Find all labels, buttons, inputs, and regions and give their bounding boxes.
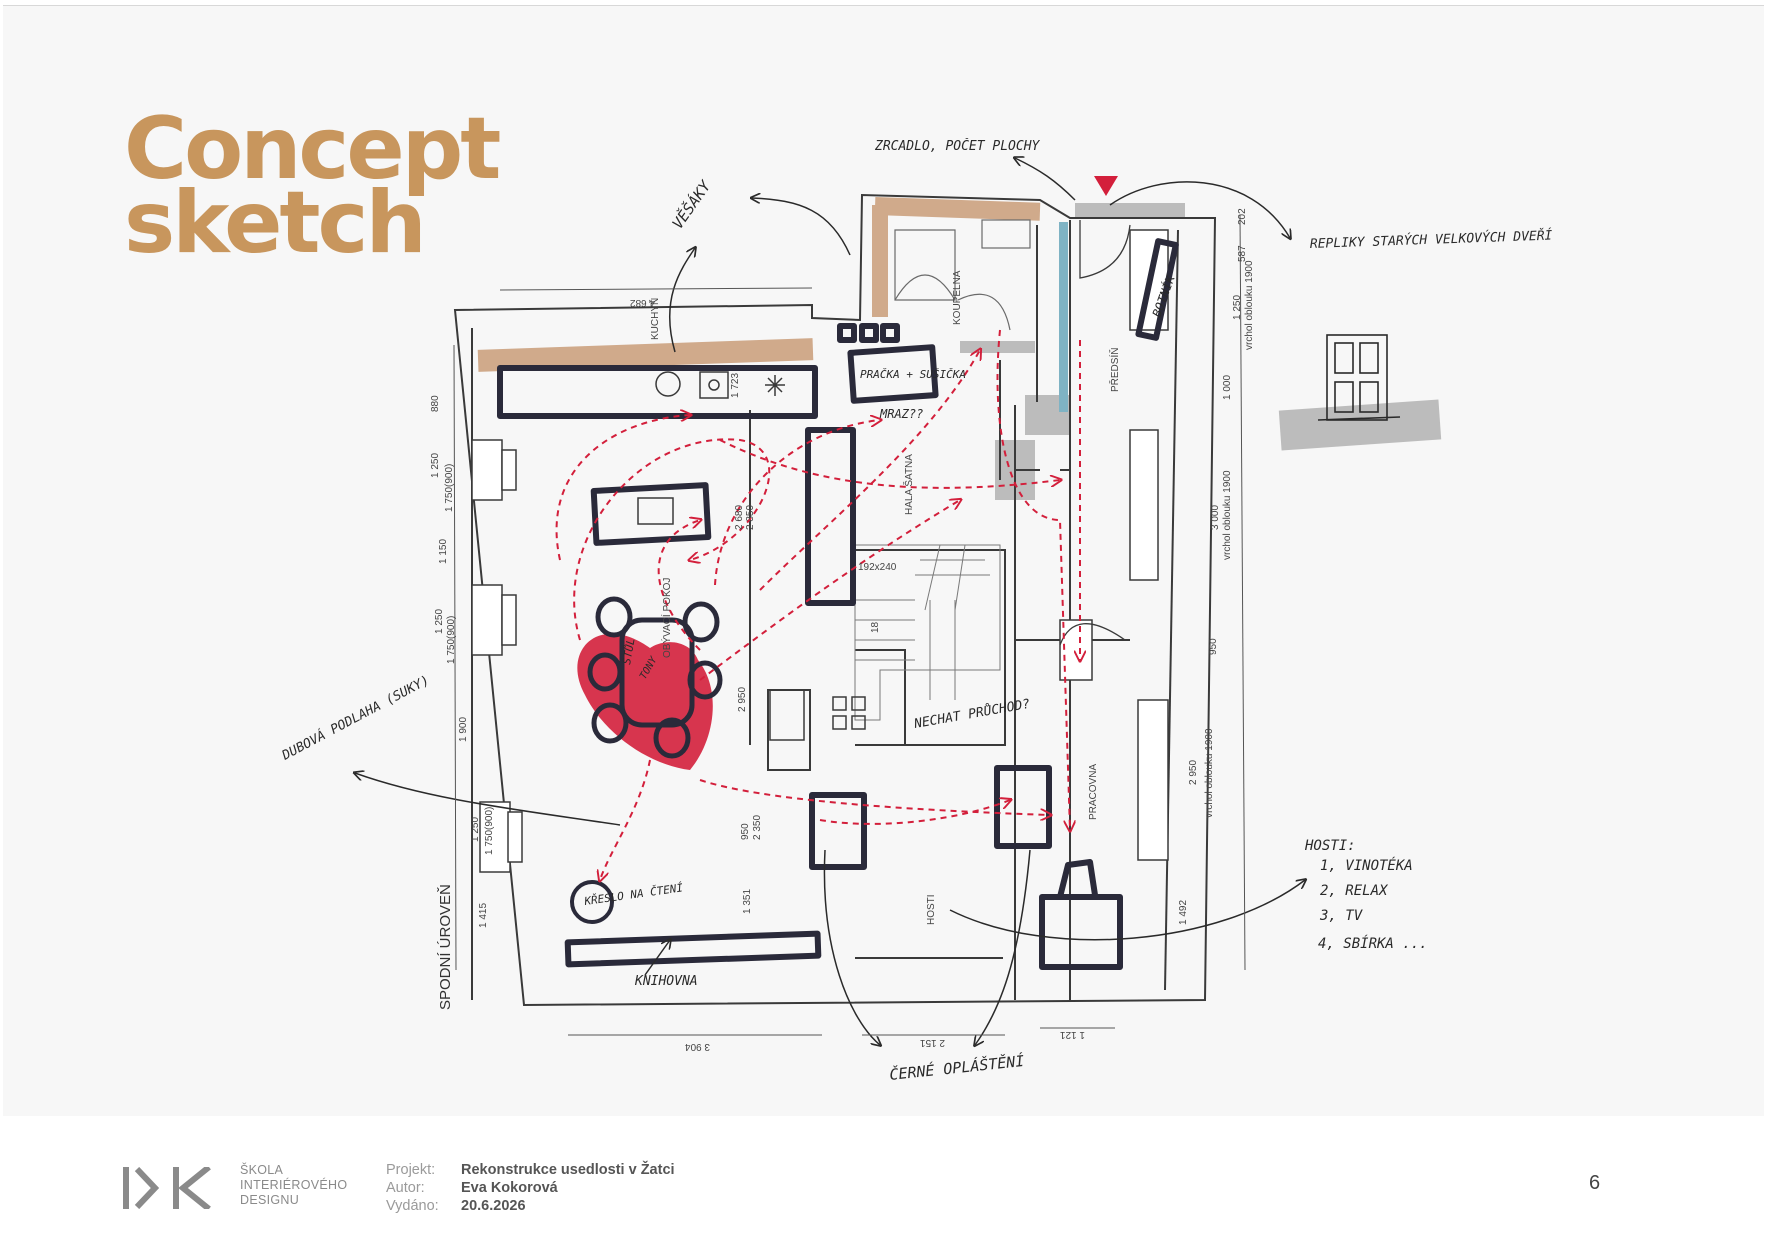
dim-inner-3: 950 <box>740 823 751 840</box>
note-nechat-pruchod: NECHAT PRŮCHOD? <box>912 696 1032 732</box>
footer <box>0 1116 1767 1242</box>
project-meta-labels: Projekt: Autor: Vydáno: <box>386 1161 439 1215</box>
idk-logo-icon <box>123 1167 211 1209</box>
note-vesaky: VĚŠÁKY <box>668 176 715 232</box>
note-hosti-2: 2, RELAX <box>1320 883 1389 899</box>
reading-chair <box>570 880 614 924</box>
note-kreslo: KŘESLO NA ČTENÍ <box>583 881 685 908</box>
note-repliky: REPLIKY STARÝCH VELKOVÝCH DVEŘÍ <box>1310 228 1553 252</box>
handwritten-notes: VĚŠÁKY ZRCADLO, POČET PLOCHY REPLIKY STA… <box>278 138 1552 1084</box>
value-author: Eva Kokorová <box>461 1180 558 1196</box>
dim-bottom-right: 1 121 <box>1060 1029 1085 1040</box>
dim-left-1: 1 250 <box>430 453 441 478</box>
dim-bottom-left: 3 904 <box>685 1041 710 1052</box>
dim-right-10: 1 492 <box>1178 900 1189 925</box>
room-hala-satna: HALA ŠATNA <box>902 454 915 515</box>
dim-right-4: 1 000 <box>1222 375 1233 400</box>
floor-plan-sketch: 4 682 3 904 2 151 1 121 880 1 250 1 750(… <box>278 138 1552 1084</box>
dim-bottom-mid: 2 151 <box>920 1037 945 1048</box>
label-author: Autor: <box>386 1180 425 1196</box>
dining-area <box>577 596 723 770</box>
note-cerne-oplasteni: ČERNÉ OPLÁŠTĚNÍ <box>888 1051 1025 1084</box>
dim-left-5: 1 750(900) <box>446 616 457 664</box>
dim-inner-1: 2 350 <box>745 505 756 530</box>
note-stul: STŮL <box>620 637 637 665</box>
furniture-marker <box>497 238 1179 970</box>
dim-left-3: 1 150 <box>438 539 449 564</box>
dim-left-7: 1 250 <box>470 817 481 842</box>
note-hosti-3: 3, TV <box>1319 908 1364 924</box>
dim-inner-7: 192x240 <box>858 562 897 573</box>
room-koupelna: KOUPELNA <box>952 270 963 325</box>
room-predsin: PŘEDSÍŇ <box>1108 348 1121 392</box>
label-issued: Vydáno: <box>386 1198 439 1214</box>
dim-left-2: 1 750(900) <box>444 464 455 512</box>
dim-right-8: 2 950 <box>1188 760 1199 785</box>
note-knihovna: KNIHOVNA <box>634 974 698 989</box>
room-hosti: HOSTI <box>926 894 937 925</box>
entrance-marker <box>1094 176 1118 196</box>
project-meta-values: Rekonstrukce usedlosti v Žatci Eva Kokor… <box>461 1161 675 1215</box>
door-replica-icon <box>1317 334 1401 421</box>
room-obyvaci: OBÝVACÍ POKOJ <box>660 578 673 658</box>
note-pracka: PRAČKA + SUŠIČKA <box>860 368 966 381</box>
note-hosti-1: 1, VINOTÉKA <box>1320 857 1413 874</box>
dim-inner-6: 1 723 <box>730 373 741 398</box>
room-labels: KOUPELNA HALA ŠATNA PŘEDSÍŇ PRACOVNA HOS… <box>437 270 1121 1010</box>
value-issued: 20.6.2026 <box>461 1198 526 1214</box>
dim-right-2: 1 250 <box>1232 295 1243 320</box>
room-kuchyn: KUCHYŇ <box>648 298 661 340</box>
glass-partition <box>1059 222 1068 412</box>
kitchen-appliances <box>637 371 866 741</box>
dim-right-9: vrchol oblouku 1900 <box>1204 728 1215 818</box>
school-name: ŠKOLA INTERIÉROVÉHO DESIGNU <box>240 1163 347 1208</box>
dim-right-7: 950 <box>1208 638 1219 655</box>
title-line-2: sketch <box>124 173 427 273</box>
dim-inner-8: 18 <box>870 621 881 633</box>
school-line-2: INTERIÉROVÉHO <box>240 1178 348 1192</box>
value-project: Rekonstrukce usedlosti v Žatci <box>461 1162 675 1178</box>
dim-right-3: vrchol oblouku 1900 <box>1244 260 1255 350</box>
title-line-1: Concept <box>124 99 501 199</box>
label-project: Projekt: <box>386 1162 436 1178</box>
level-label: SPODNÍ ÚROVEŇ <box>437 884 454 1010</box>
dim-left-6: 1 900 <box>458 717 469 742</box>
note-dubova-podlaha: DUBOVÁ PODLAHA (SUKY) <box>278 672 432 764</box>
staircase <box>854 544 1001 721</box>
note-mrazak: MRAZ?? <box>879 407 923 421</box>
dim-left-4: 1 250 <box>434 609 445 634</box>
bathroom-fixtures <box>894 219 1031 331</box>
dim-inner-4: 2 350 <box>752 815 763 840</box>
dimension-lines <box>453 214 1246 1036</box>
note-hosti-4: 4, SBÍRKA ... <box>1318 935 1428 952</box>
dim-right-0: 202 <box>1237 208 1248 225</box>
note-hosti-0: HOSTI: <box>1304 838 1356 854</box>
school-line-1: ŠKOLA <box>240 1163 284 1177</box>
annotation-arrows <box>355 158 1305 1045</box>
dimension-text: 4 682 3 904 2 151 1 121 880 1 250 1 750(… <box>430 208 1255 1052</box>
dim-right-1: 587 <box>1237 245 1248 262</box>
dim-left-8: 1 750(900) <box>484 807 495 855</box>
dim-top: 4 682 <box>630 297 655 308</box>
dim-right-5: 3 000 <box>1210 505 1221 530</box>
note-zrcadlo: ZRCADLO, POČET PLOCHY <box>874 138 1041 154</box>
room-pracovna: PRACOVNA <box>1088 764 1099 820</box>
school-line-3: DESIGNU <box>240 1193 300 1207</box>
dim-inner-2: 2 950 <box>737 687 748 712</box>
dim-inner-0: 2 680 <box>734 505 745 530</box>
dim-left-9: 1 415 <box>478 903 489 928</box>
sketch-sheet <box>3 5 1764 1116</box>
dim-inner-5: 1 351 <box>742 889 753 914</box>
wood-highlights <box>477 197 1041 372</box>
dim-right-6: vrchol oblouku 1900 <box>1222 470 1233 560</box>
page-title: Concept sketch <box>124 99 501 273</box>
page-number: 6 <box>1589 1172 1601 1194</box>
dim-left-0: 880 <box>430 395 441 412</box>
movement-paths <box>555 329 1080 880</box>
